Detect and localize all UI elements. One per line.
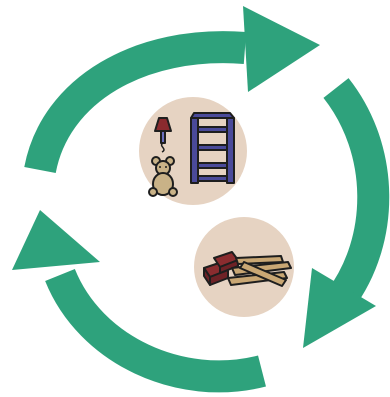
arrow-top-head: [243, 6, 320, 92]
household-items-badge: [139, 97, 247, 205]
arrow-left-head: [12, 210, 100, 270]
raw-materials-badge: [194, 217, 294, 317]
arrow-right-arc: [336, 88, 373, 300]
